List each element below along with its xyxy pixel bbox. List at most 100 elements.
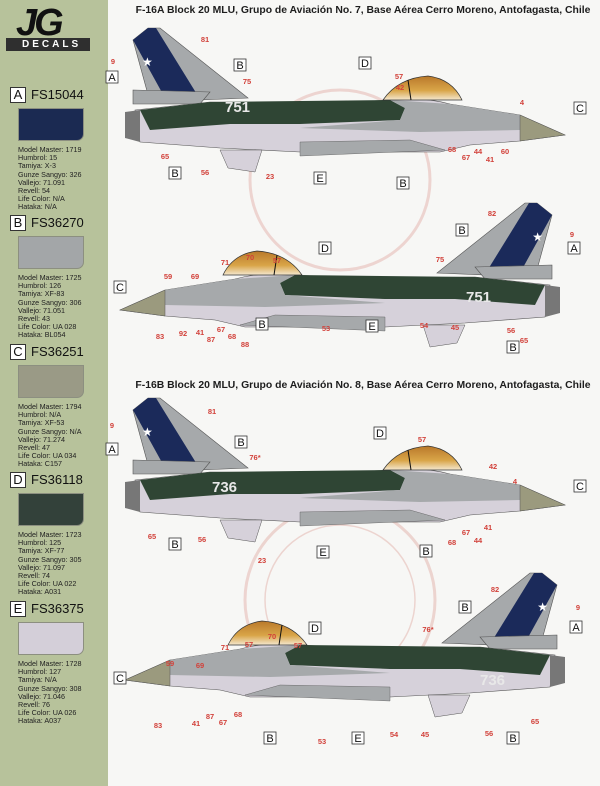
- decal-callout: 67: [462, 153, 470, 162]
- decal-callout: 41: [192, 719, 200, 728]
- paint-equivalent: Model Master: 1725: [18, 273, 82, 282]
- paint-callout-b: B: [255, 317, 269, 331]
- aircraft-profile: ★: [125, 397, 567, 543]
- decal-callout: 45: [421, 730, 429, 739]
- fs-code: FS36118: [31, 472, 83, 487]
- paint-callout-b: B: [168, 166, 182, 180]
- decal-callout: 76*: [249, 453, 260, 462]
- callout-label: 68: [448, 145, 456, 154]
- decal-callout: 42: [396, 83, 404, 92]
- paint-equivalent: Tamiya: XF-77: [18, 546, 65, 556]
- decal-callout: 44: [474, 147, 483, 156]
- callout-label: 75: [436, 255, 444, 264]
- callout-label: 42: [396, 83, 404, 92]
- callout-label: 68: [448, 538, 456, 547]
- callout-label: 56: [507, 326, 515, 335]
- paint-callout-d: D: [358, 56, 372, 70]
- callout-box: [506, 340, 520, 354]
- callout-label: 53: [318, 737, 326, 746]
- color-swatch: [18, 236, 84, 269]
- paint-equivalent: Model Master: 1723: [18, 530, 82, 539]
- callout-label: 59: [164, 272, 172, 281]
- callout-label: 65: [161, 152, 169, 161]
- callout-box: [318, 241, 332, 255]
- callout-label: 65: [520, 336, 528, 345]
- decal-callout: 23: [258, 556, 266, 565]
- paint-callout-c: C: [573, 479, 587, 493]
- callout-box: [113, 671, 127, 685]
- paint-equivalent: Gunze Sangyo: 308: [18, 683, 82, 693]
- paint-equivalent: Vallejo: 71.051: [18, 305, 66, 315]
- callout-label: B: [422, 546, 429, 558]
- decal-callout: 57: [418, 435, 426, 444]
- decal-callout: 81: [208, 407, 216, 416]
- paint-equivalent: Gunze Sangyo: N/A: [18, 426, 82, 436]
- callout-label: 60: [501, 147, 509, 156]
- paint-callout-a: A: [569, 620, 583, 634]
- decal-callout: 56: [201, 168, 209, 177]
- aircraft-profile: ★: [123, 572, 565, 718]
- paint-letter: D: [10, 471, 26, 488]
- callout-box: [255, 317, 269, 331]
- callout-box: [233, 58, 247, 72]
- decal-callout: 68: [234, 710, 242, 719]
- fs-code: FS15044: [31, 87, 84, 102]
- paint-equivalent: Revell: 74: [18, 571, 50, 581]
- decal-callout: 69: [196, 661, 204, 670]
- callout-label: E: [319, 547, 326, 559]
- callout-label: B: [461, 602, 468, 614]
- paint-callout-d: D: [373, 426, 387, 440]
- paint-callout-b: B: [506, 731, 520, 745]
- paint-equivalent: Gunze Sangyo: 326: [18, 169, 82, 179]
- callout-box: [308, 621, 322, 635]
- callout-label: 92: [179, 329, 187, 338]
- callout-box: [168, 166, 182, 180]
- callout-label: 71: [221, 643, 229, 652]
- decal-callout: 65: [161, 152, 169, 161]
- decal-callout: 65: [520, 336, 528, 345]
- callout-box: [573, 101, 587, 115]
- callout-label: B: [266, 733, 273, 745]
- callout-label: 70: [268, 632, 276, 641]
- callout-label: 57: [395, 72, 403, 81]
- tail-number: 751: [466, 289, 491, 306]
- decal-callout: 60: [501, 147, 509, 156]
- callout-label: B: [509, 733, 516, 745]
- callout-label: 76*: [422, 625, 433, 634]
- paint-equivalent: Humbrol: 15: [18, 153, 58, 163]
- fs-code: FS36251: [31, 344, 84, 359]
- callout-label: 56: [198, 535, 206, 544]
- callout-label: 68: [228, 332, 236, 341]
- callout-label: B: [509, 342, 516, 354]
- color-swatch: [18, 108, 84, 141]
- callout-label: 87: [206, 712, 214, 721]
- callout-label: 59: [166, 659, 174, 668]
- callout-label: C: [576, 103, 584, 115]
- paint-equivalent: Model Master: 1719: [18, 145, 82, 154]
- tail-number: 751: [225, 99, 250, 116]
- callout-label: 88: [241, 340, 249, 349]
- callout-label: 67: [462, 528, 470, 537]
- callout-label: B: [236, 60, 243, 72]
- callout-label: 54: [420, 321, 429, 330]
- callout-label: 83: [156, 332, 164, 341]
- color-swatch: [18, 365, 84, 398]
- paint-equivalent: Hataka: BL054: [18, 330, 66, 340]
- paint-equivalent: Vallejo: 71.046: [18, 691, 66, 701]
- paint-callout-c: C: [113, 280, 127, 294]
- callout-label: 41: [192, 719, 200, 728]
- fs-code: FS36375: [31, 601, 84, 616]
- callout-label: 69: [191, 272, 199, 281]
- paint-equivalent: Gunze Sangyo: 306: [18, 297, 82, 307]
- callout-label: 57: [418, 435, 426, 444]
- callout-label: 65: [531, 717, 539, 726]
- callout-box: [316, 545, 330, 559]
- decal-callout: 57: [395, 72, 403, 81]
- decal-callout: 41: [484, 523, 492, 532]
- callout-label: D: [361, 58, 369, 70]
- callout-box: [351, 731, 365, 745]
- decal-callout: 9: [111, 57, 115, 66]
- paint-callout-b: B: [458, 600, 472, 614]
